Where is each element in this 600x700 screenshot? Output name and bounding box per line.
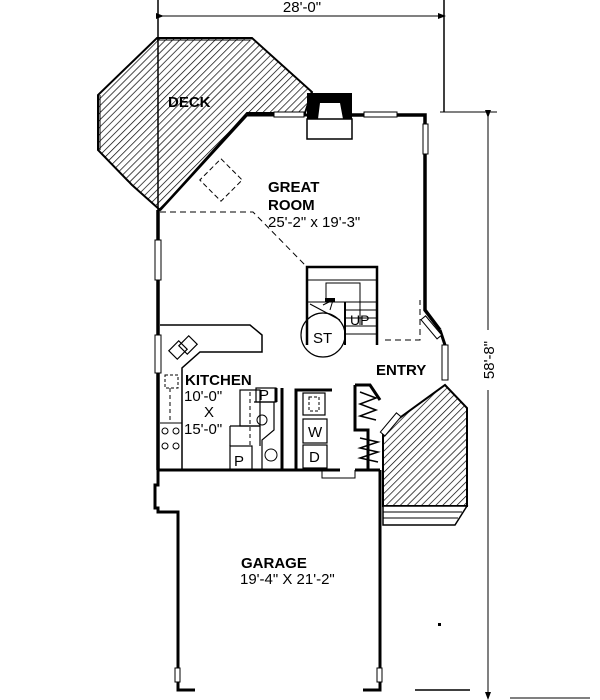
fireplace [306,93,353,140]
pantry-1-label: P [259,387,269,404]
garage-size: 19'-4" X 21'-2" [240,571,335,588]
depth-dimension: 58'-8" [440,110,590,700]
ceiling-line [160,211,306,266]
dryer-label: D [309,449,320,466]
great-room-label-1: GREAT [268,179,319,196]
kitchen-counter [160,324,263,470]
depth-dimension-label: 58'-8" [481,341,498,379]
skylight [199,158,243,202]
deck-label: DECK [168,94,211,111]
exterior-walls [154,111,449,470]
kitchen-size-3: 15'-0" [184,421,222,438]
width-dimension: 28'-0" [156,0,446,112]
kitchen-size-2: X [204,404,214,421]
garage-label: GARAGE [241,555,307,572]
great-room-label-2: ROOM [268,197,315,214]
stair-up-label: UP [350,312,369,328]
ceiling-line-entry [385,300,421,341]
pantry-closet: P [254,387,284,470]
entry-closet [353,383,382,470]
washer-label: W [308,424,323,441]
kitchen-label: KITCHEN [185,372,252,389]
front-porch [379,383,469,526]
entry-label: ENTRY [376,362,426,379]
laundry: W D [294,388,332,470]
stair-label: ST [313,330,332,347]
width-dimension-label: 28'-0" [283,0,321,16]
kitchen-size-1: 10'-0" [184,388,222,405]
staircase: ST UP [300,265,379,358]
pantry-2-label: P [234,453,244,470]
great-room-size: 25'-2" x 19'-3" [268,214,360,231]
garage-walls [153,468,470,692]
